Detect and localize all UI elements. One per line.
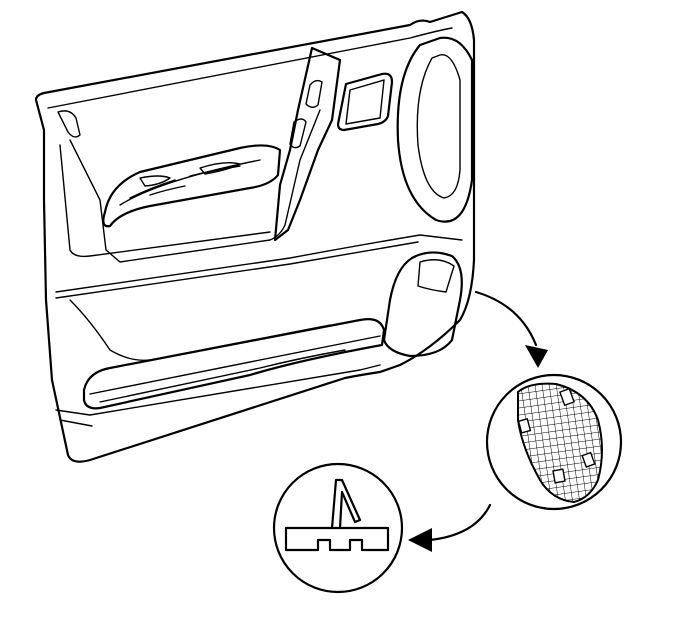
handle-recess [336,72,394,132]
armrest [102,144,282,228]
clip-spring-arm [330,478,362,530]
trim-oval-inner [416,54,461,199]
door-trim-panel [34,10,476,463]
speaker-grille-detail [485,373,623,511]
retaining-clip-detail [272,462,404,594]
trim-oval-outer [396,36,474,223]
switch-bezel [273,46,342,242]
lower-trim [55,364,381,416]
callout-arrow-2 [408,503,492,552]
panel-speaker-grille [382,251,463,358]
clip-base [284,526,390,552]
panel-upper-trim [69,109,321,263]
belt-line-upper [55,234,463,293]
panel-outer-outline [34,10,476,463]
panel-top-edge [47,27,453,109]
callout-arrow-1 [474,290,548,368]
panel-left-cap [57,110,81,138]
map-pocket [82,318,386,410]
